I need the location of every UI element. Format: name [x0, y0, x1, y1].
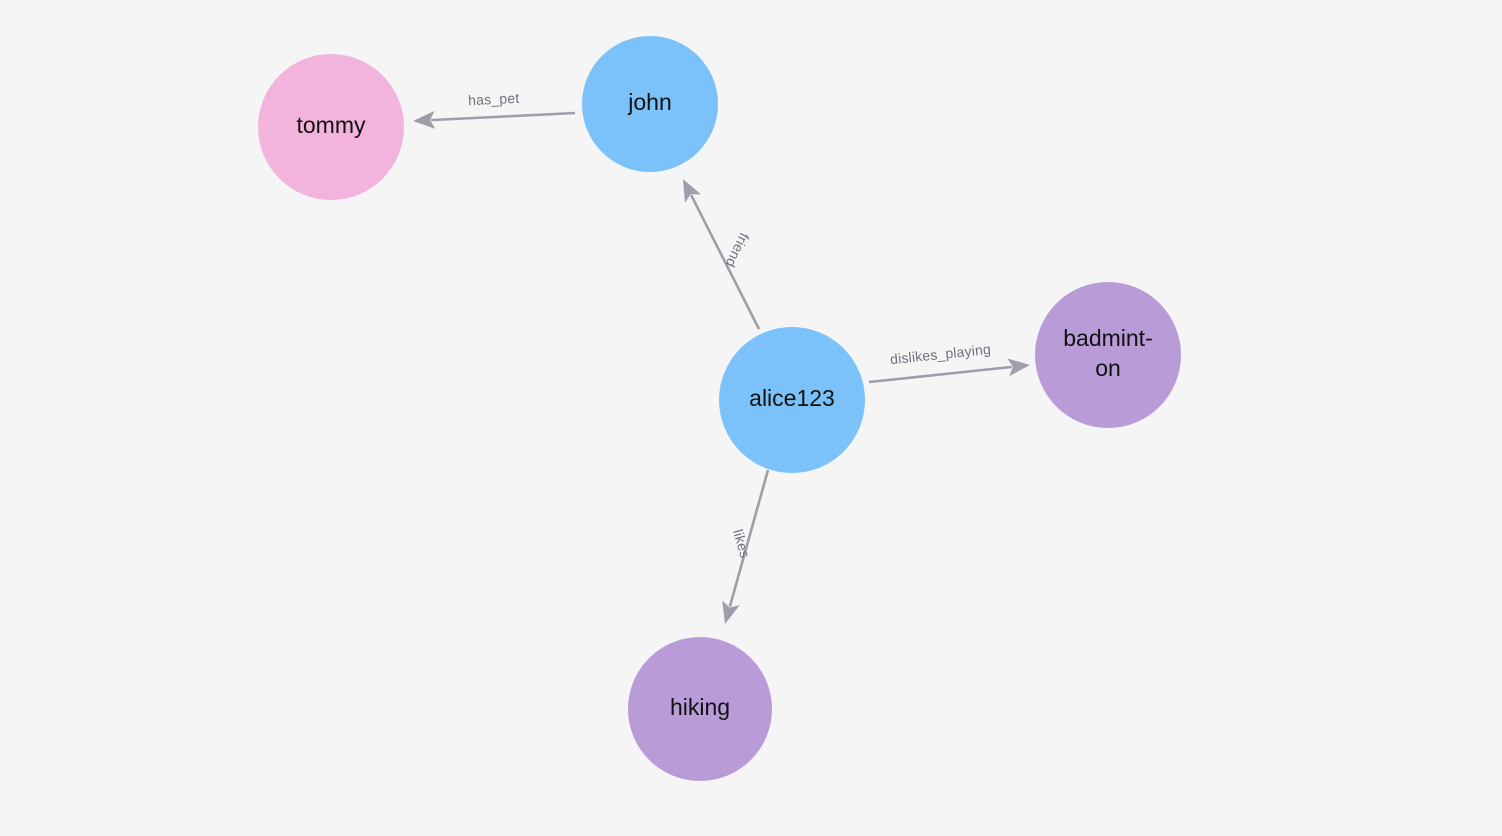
graph-edge[interactable]: has_pet [413, 90, 576, 129]
edge-arrowhead-icon [1007, 358, 1030, 377]
graph-node-tommy[interactable]: tommy [258, 54, 404, 200]
edge-label: has_pet [468, 90, 520, 108]
edge-arrowhead-icon [683, 179, 701, 203]
node-circle[interactable] [1035, 282, 1181, 428]
graph-node-badminton[interactable]: badmint-on [1035, 282, 1181, 428]
node-label: tommy [297, 112, 367, 138]
graph-edge[interactable]: dislikes_playing [868, 341, 1030, 384]
node-circle[interactable] [582, 36, 718, 172]
nodes-layer: tommy john alice123 badmint-on hiking [258, 36, 1181, 781]
edge-line [430, 111, 576, 122]
edge-arrowhead-icon [722, 600, 740, 624]
graph-edge[interactable]: friend [683, 179, 761, 330]
node-label: on [1095, 355, 1121, 381]
graph-node-alice123[interactable]: alice123 [719, 327, 865, 473]
graph-edge[interactable]: likes [722, 469, 770, 624]
node-label: alice123 [749, 385, 835, 411]
edge-arrowhead-icon [413, 110, 436, 129]
node-label: hiking [670, 694, 730, 720]
graph-node-john[interactable]: john [582, 36, 718, 172]
edge-line [728, 469, 770, 608]
node-label: john [627, 89, 671, 115]
edge-line [868, 365, 1013, 384]
edge-label: likes [730, 527, 753, 559]
edge-line [689, 194, 761, 330]
node-circle[interactable] [258, 54, 404, 200]
edge-label: dislikes_playing [889, 341, 991, 367]
graph-node-hiking[interactable]: hiking [628, 637, 772, 781]
edge-label: friend [722, 230, 752, 270]
node-circle[interactable] [628, 637, 772, 781]
node-circle[interactable] [719, 327, 865, 473]
node-label: badmint- [1063, 325, 1152, 351]
